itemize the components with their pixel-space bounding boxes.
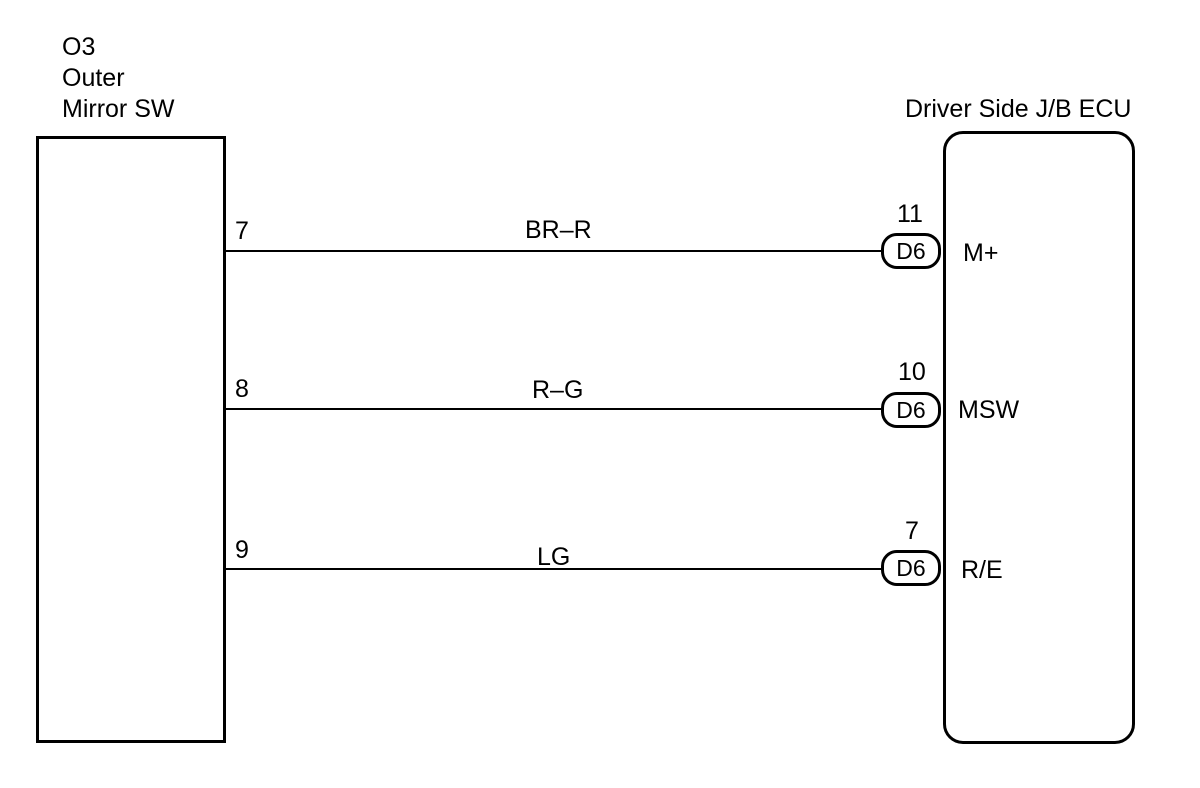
ecu-pin-7: 7 xyxy=(905,517,919,545)
switch-label-line-2: Outer xyxy=(62,64,125,92)
switch-pin-8: 8 xyxy=(235,375,249,403)
driver-side-jb-ecu-box xyxy=(943,131,1135,744)
wire-line-3 xyxy=(223,568,884,570)
ecu-title: Driver Side J/B ECU xyxy=(905,95,1132,123)
connector-d6-1: D6 xyxy=(881,233,941,269)
ecu-pin-10: 10 xyxy=(898,358,926,386)
switch-pin-9: 9 xyxy=(235,536,249,564)
wire-line-2 xyxy=(223,408,884,410)
wire-color-r-g: R–G xyxy=(532,376,584,404)
outer-mirror-switch-box xyxy=(36,136,226,743)
switch-pin-7: 7 xyxy=(235,217,249,245)
connector-d6-2: D6 xyxy=(881,392,941,428)
ecu-pin-11: 11 xyxy=(897,200,923,228)
terminal-r-e: R/E xyxy=(961,556,1003,584)
wire-color-br-r: BR–R xyxy=(525,216,592,244)
terminal-msw: MSW xyxy=(958,396,1020,424)
wire-color-lg: LG xyxy=(537,543,571,571)
switch-label-line-1: O3 xyxy=(62,33,96,61)
switch-label-line-3: Mirror SW xyxy=(62,95,175,123)
terminal-m-plus: M+ xyxy=(963,239,999,267)
wire-line-1 xyxy=(223,250,884,252)
connector-d6-3: D6 xyxy=(881,550,941,586)
